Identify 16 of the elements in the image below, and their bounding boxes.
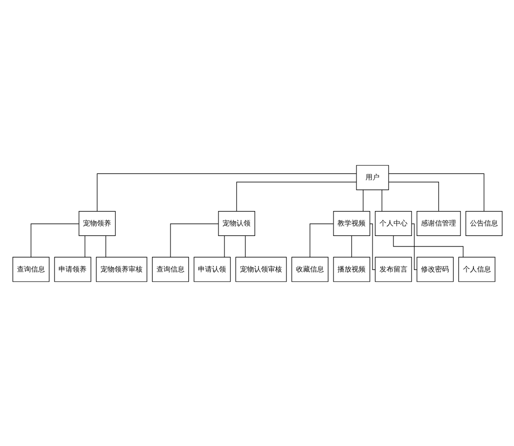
connector: [244, 235, 246, 257]
connector: [236, 181, 356, 211]
connector: [96, 172, 356, 211]
connector: [350, 235, 352, 257]
connector: [84, 235, 85, 257]
connector: [309, 223, 334, 257]
connector: [369, 223, 375, 270]
connector: [362, 189, 363, 211]
connector: [381, 189, 382, 211]
connector: [392, 234, 463, 257]
connector: [30, 223, 79, 257]
connector: [410, 223, 417, 270]
connector: [388, 172, 484, 211]
connector: [170, 223, 218, 257]
connector: [388, 181, 438, 211]
connector: [105, 235, 106, 257]
